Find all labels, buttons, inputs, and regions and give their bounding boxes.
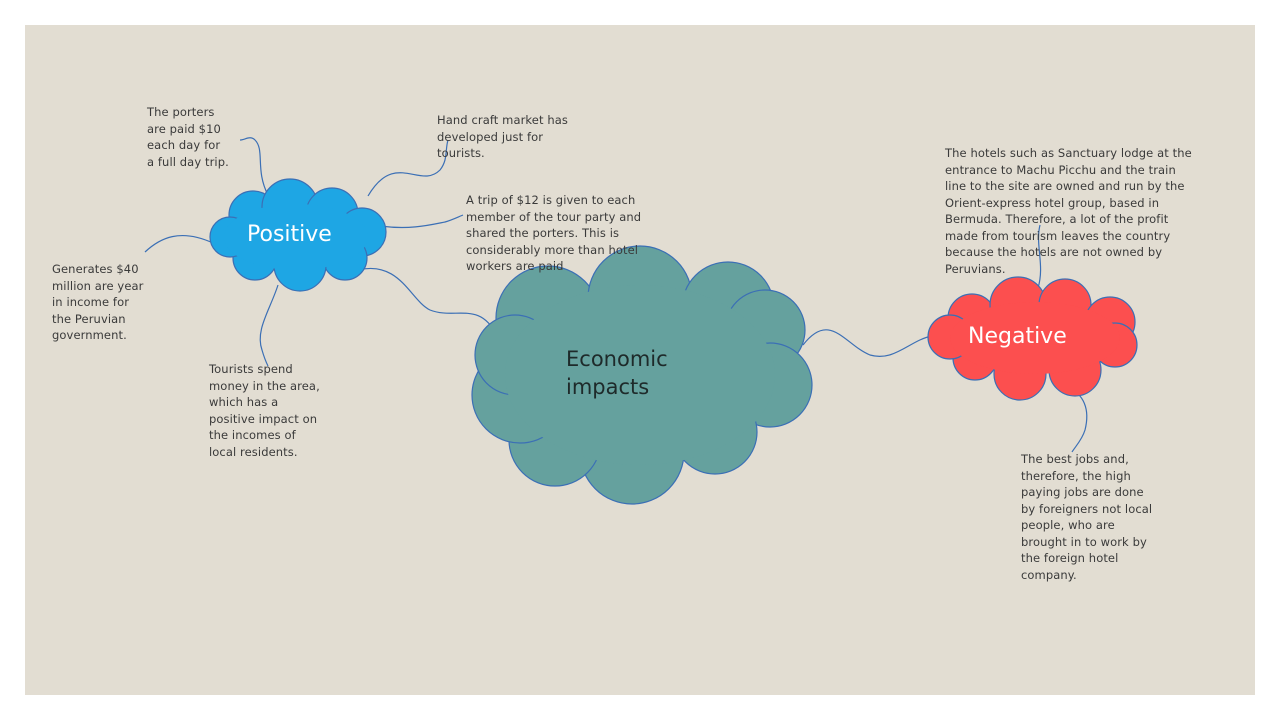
connector-hotels — [1037, 224, 1042, 289]
note-handcraft: Hand craft market has developed just for… — [437, 113, 568, 160]
negative-label: Negative — [968, 324, 1067, 349]
note-porters: The porters are paid $10 each day for a … — [147, 105, 229, 169]
connector-negative — [802, 329, 933, 357]
note-tourists: Tourists spend money in the area, which … — [209, 362, 320, 459]
connector-center — [357, 267, 498, 337]
note-generates: Generates $40 million are year in income… — [52, 262, 144, 342]
note-hotels: The hotels such as Sanctuary lodge at th… — [945, 146, 1192, 276]
connector-trip — [379, 214, 464, 229]
positive-label: Positive — [247, 222, 332, 247]
connector-handcraft — [367, 139, 449, 197]
center-label: Economic impacts — [566, 347, 668, 399]
connector-generates — [144, 234, 214, 253]
note-trip: A trip of $12 is given to each member of… — [466, 193, 642, 273]
connector-porters — [239, 137, 269, 196]
connector-tourists — [259, 284, 279, 367]
note-jobs: The best jobs and, therefore, the high p… — [1021, 452, 1153, 582]
